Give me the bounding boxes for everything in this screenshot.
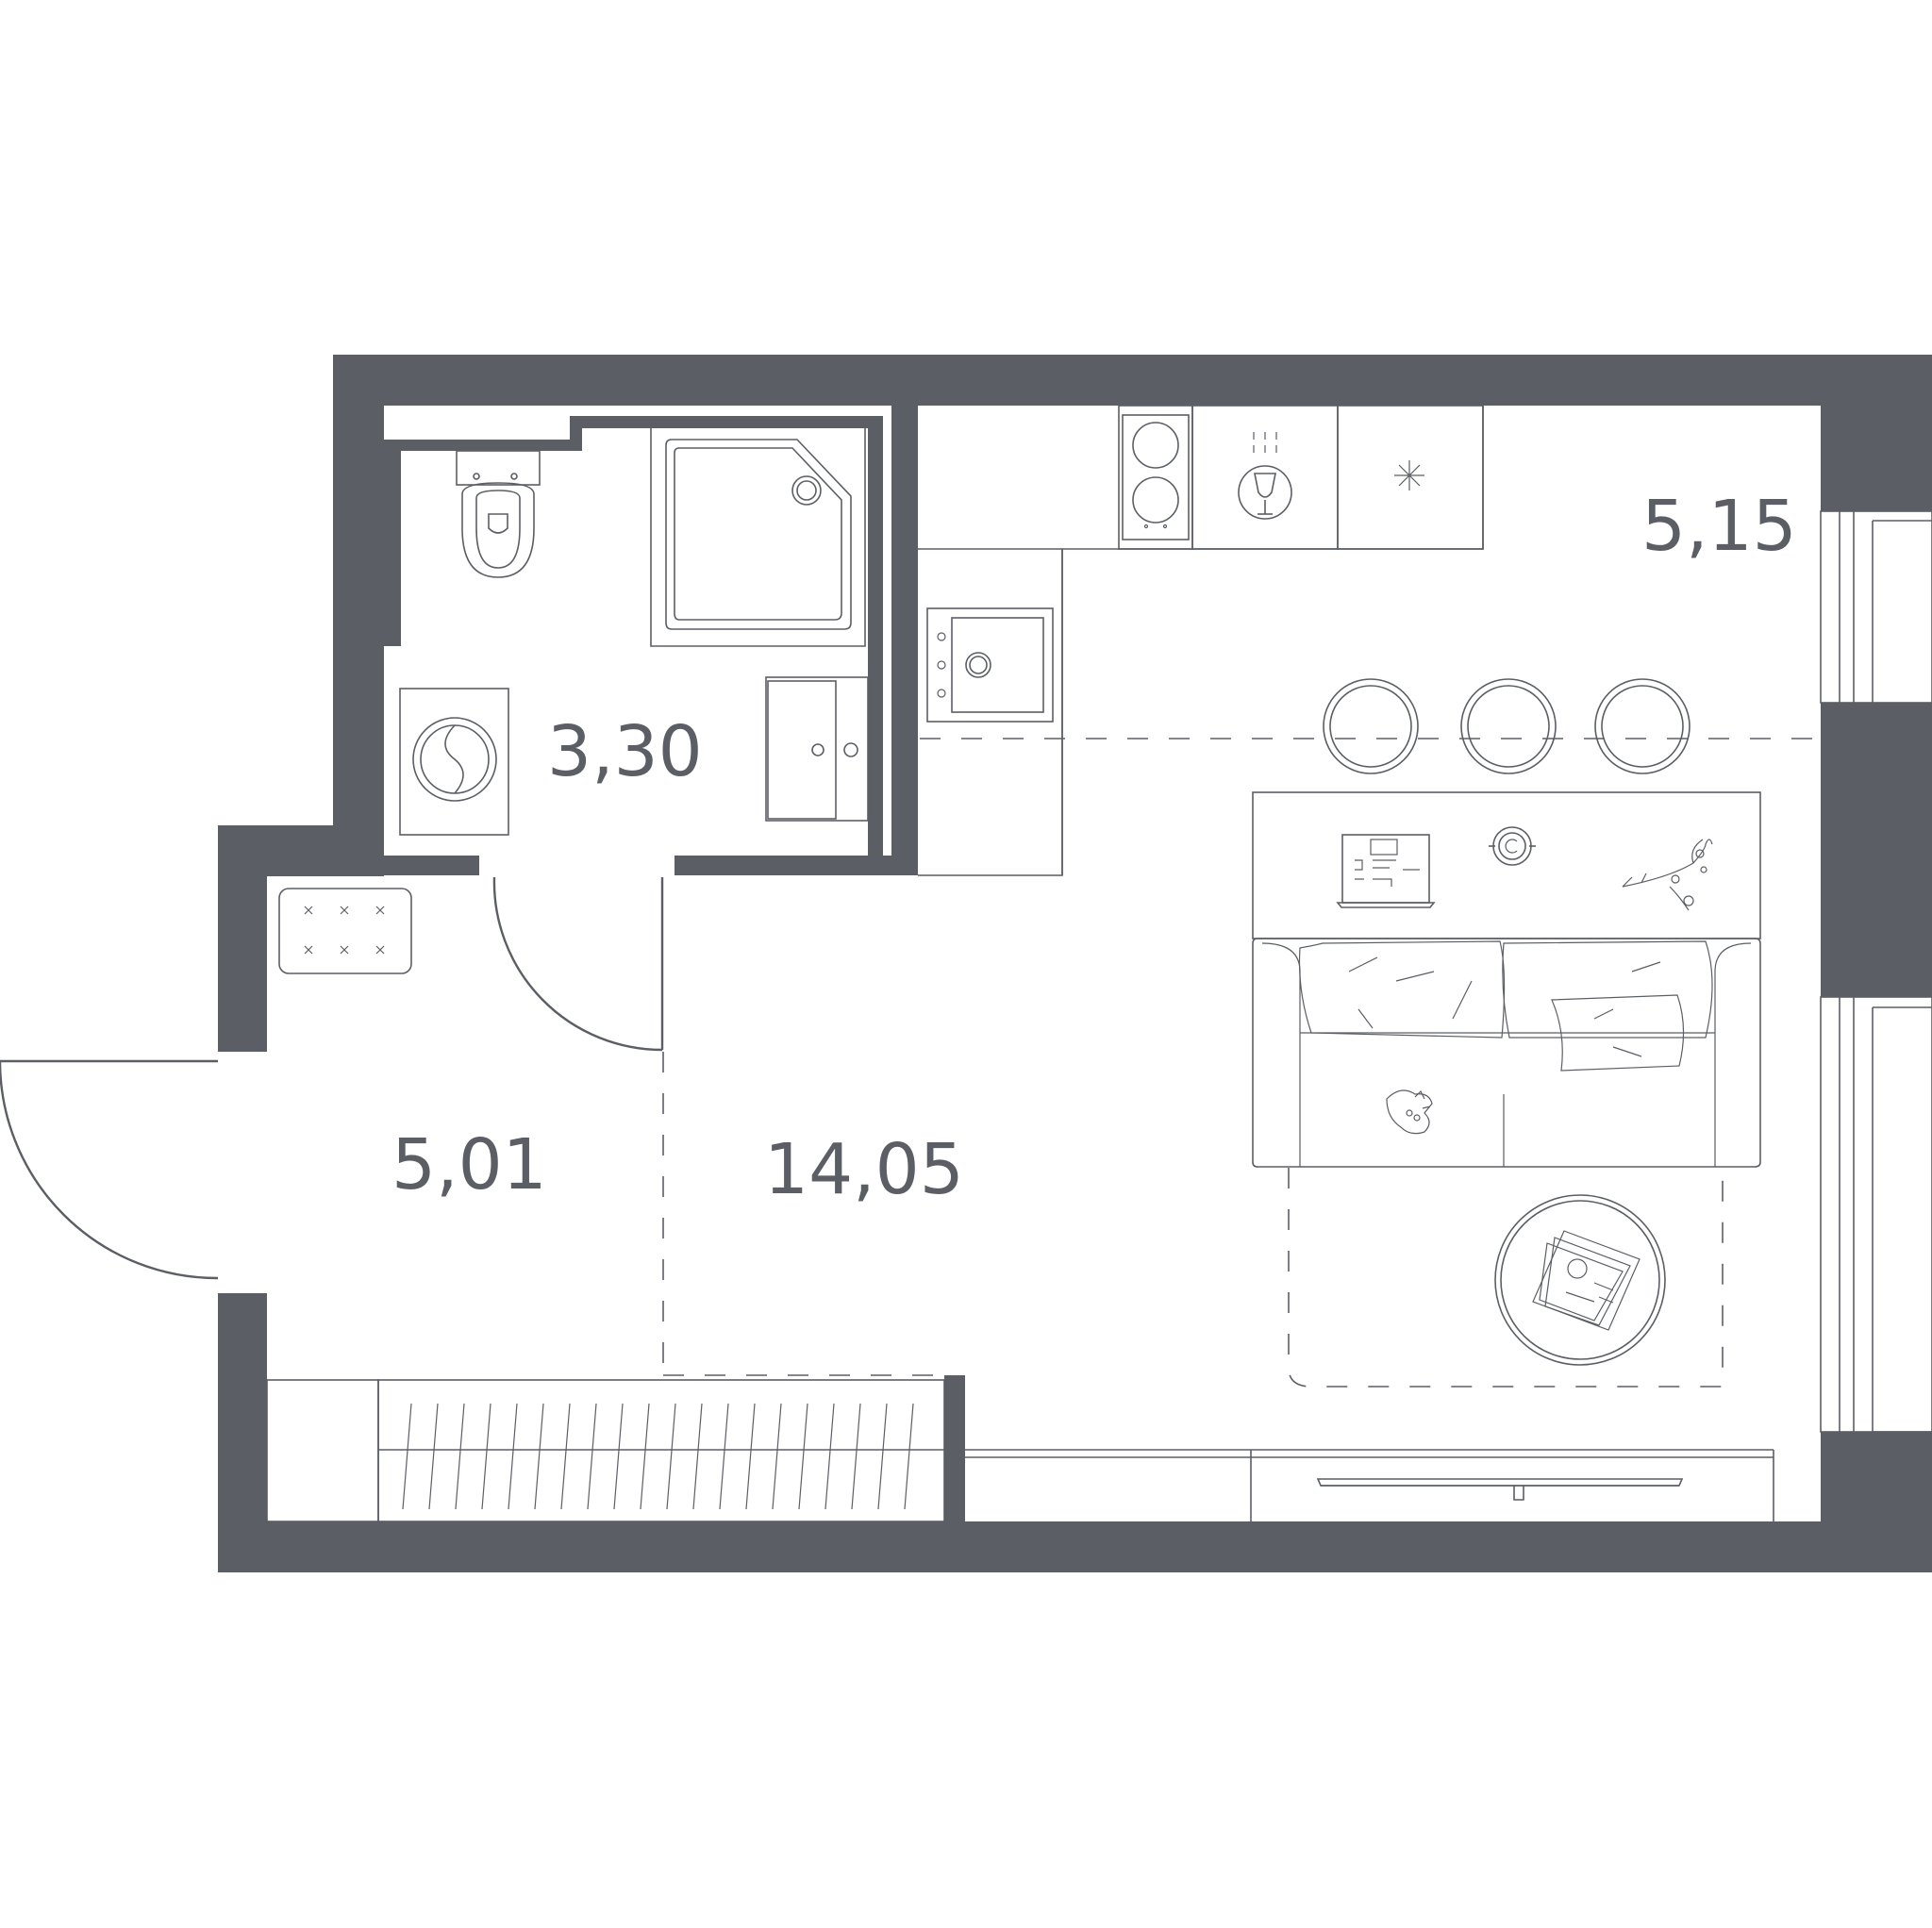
area-label-bathroom: 3,30 <box>547 711 703 792</box>
wall-bath-inner-left <box>382 448 401 646</box>
wall-bath-bottom-right <box>675 856 893 875</box>
magazines-icon <box>1532 1230 1641 1331</box>
area-label-balcony: 5,15 <box>1641 486 1797 567</box>
wall-left-hall-upper <box>218 825 267 1052</box>
wall-wardrobe-end <box>944 1375 965 1524</box>
stool <box>1323 678 1419 774</box>
wall-right-top <box>1821 355 1932 511</box>
stool <box>1594 678 1690 774</box>
coffee-cup-icon <box>1489 826 1536 866</box>
walls <box>218 355 1932 1572</box>
area-label-living: 14,05 <box>764 1129 964 1210</box>
wall-bottom <box>218 1521 1932 1572</box>
plant-branch-icon <box>1622 839 1713 911</box>
toilet <box>456 450 541 578</box>
wall-bath-kitchen <box>891 401 918 875</box>
kitchen-counter <box>918 406 1484 876</box>
window-upper <box>1820 510 1932 704</box>
washing-machine <box>399 688 509 836</box>
snowflake-icon <box>1394 460 1424 490</box>
entrance-door[interactable] <box>0 1059 219 1280</box>
sink <box>765 676 869 822</box>
wall-right-mid <box>1821 703 1932 997</box>
wardrobe-hangers <box>402 1403 914 1510</box>
fridge <box>1337 405 1484 550</box>
wall-bath-bottom-left <box>380 856 479 875</box>
shower-tray <box>650 425 866 647</box>
laptop-icon <box>1336 834 1436 908</box>
shoe-mat <box>278 888 412 974</box>
windows <box>1820 510 1932 1433</box>
rug <box>1288 1168 1724 1388</box>
cat-icon <box>1386 1089 1433 1135</box>
tv-console <box>965 1449 1774 1521</box>
tv-icon <box>1316 1478 1684 1501</box>
stool <box>1460 678 1557 774</box>
window-lower <box>1820 996 1932 1433</box>
bathroom-door[interactable] <box>492 876 664 1052</box>
kitchen-sink <box>926 607 1054 723</box>
cooktop <box>1118 405 1193 550</box>
coffee-table <box>1494 1194 1666 1366</box>
bar-table <box>1252 791 1761 939</box>
zone-dividers <box>662 738 1821 1376</box>
wall-top <box>333 355 1932 406</box>
bar-stools <box>1323 678 1690 774</box>
wall-left-upper <box>333 355 384 830</box>
sofa <box>1252 938 1761 1168</box>
dishwasher <box>1191 405 1339 550</box>
wardrobe <box>266 1379 945 1522</box>
wall-right-bottom <box>1821 1432 1932 1572</box>
area-label-hallway: 5,01 <box>391 1124 547 1205</box>
